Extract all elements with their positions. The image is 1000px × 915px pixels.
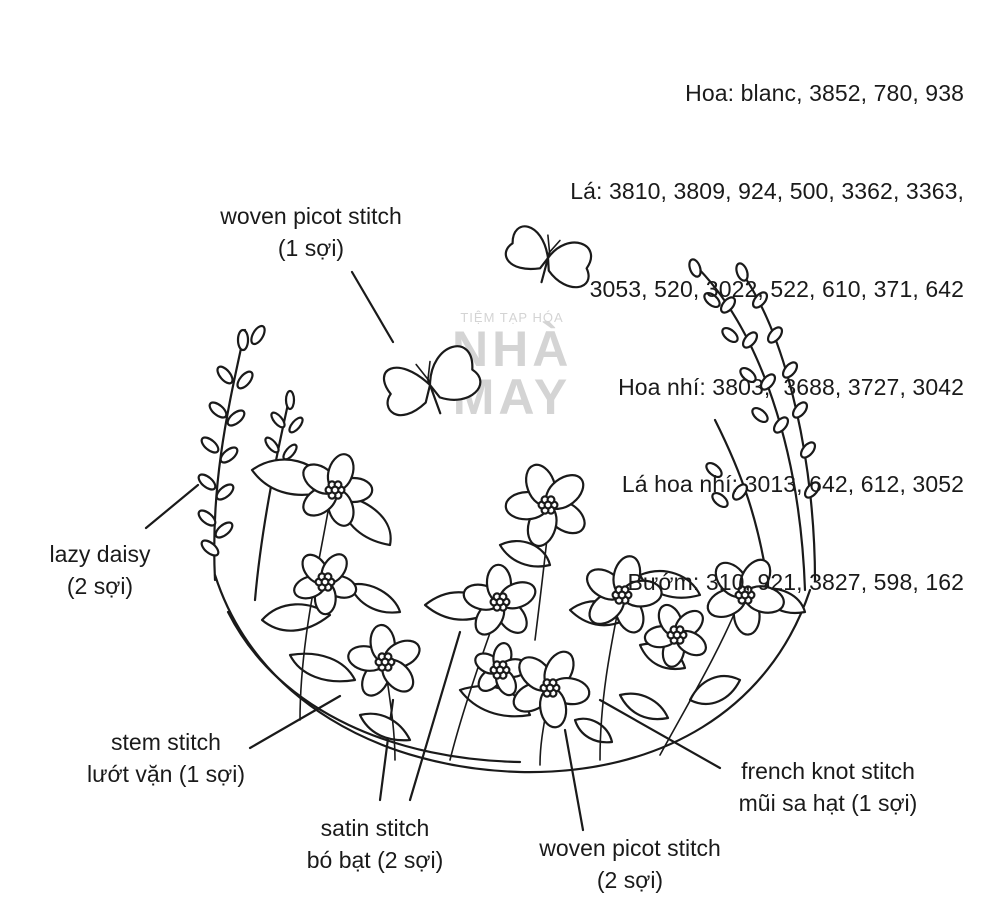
bowl-outline-inner xyxy=(226,610,522,764)
label-stem-stitch: stem stitch lướt vặn (1 sợi) xyxy=(64,726,268,790)
legend-line-1: Hoa: blanc, 3852, 780, 938 xyxy=(685,80,964,107)
label-lazy-daisy: lazy daisy (2 sợi) xyxy=(30,538,170,602)
flowers xyxy=(293,453,785,729)
flower xyxy=(706,558,785,636)
flower xyxy=(293,553,358,616)
label-satin-stitch-threads: bó bạt (2 sợi) xyxy=(306,847,444,873)
flower xyxy=(462,563,537,636)
watermark-subtitle: TIỆM TẠP HÓA xyxy=(460,310,564,325)
label-satin-stitch-name: satin stitch xyxy=(320,815,430,841)
legend-line-3: 3053, 520, 3022, 522, 610, 371, 642 xyxy=(589,275,964,302)
label-french-knot-name: french knot stitch xyxy=(741,758,915,784)
label-french-knot-threads: mũi sa hạt (1 sợi) xyxy=(738,790,918,816)
legend-line-4: Hoa nhí: 3803, 3688, 3727, 3042 xyxy=(618,373,964,400)
legend-line-6: Bướm: 310, 921, 3827, 598, 162 xyxy=(627,569,964,596)
legend-line-2: Lá: 3810, 3809, 924, 500, 3362, 3363, xyxy=(570,177,964,204)
label-woven-picot-bottom-name: woven picot stitch xyxy=(539,835,721,861)
butterfly-right xyxy=(504,225,593,289)
legend-line-5: Lá hoa nhí: 3013, 642, 612, 3052 xyxy=(621,471,964,498)
pointer-french-knot xyxy=(598,698,722,770)
butterfly-left xyxy=(383,345,482,417)
label-woven-picot-bottom: woven picot stitch (2 sợi) xyxy=(512,832,748,896)
pointer-satin-stitch-1 xyxy=(378,698,395,802)
label-french-knot: french knot stitch mũi sa hạt (1 sợi) xyxy=(716,755,940,819)
flower xyxy=(512,650,591,729)
label-lazy-daisy-threads: (2 sợi) xyxy=(66,573,134,599)
pointer-stem-stitch xyxy=(248,694,342,750)
pointer-satin-stitch-2 xyxy=(408,630,462,802)
flower xyxy=(504,463,586,548)
label-stem-stitch-name: stem stitch xyxy=(111,729,221,755)
flower xyxy=(302,453,374,527)
left-lavender-sprig xyxy=(197,324,304,602)
flower xyxy=(585,555,663,634)
flower xyxy=(643,603,707,668)
label-woven-picot-bottom-threads: (2 sợi) xyxy=(596,867,664,893)
label-stem-stitch-threads: lướt vặn (1 sợi) xyxy=(86,761,246,787)
label-woven-picot-top-name: woven picot stitch xyxy=(220,203,402,229)
label-satin-stitch: satin stitch bó bạt (2 sợi) xyxy=(290,812,460,876)
label-woven-picot-top-threads: (1 sợi) xyxy=(277,235,345,261)
pointer-woven-picot-top xyxy=(350,270,395,344)
pointer-lazy-daisy xyxy=(144,483,200,530)
label-woven-picot-top: woven picot stitch (1 sợi) xyxy=(193,200,429,264)
label-lazy-daisy-name: lazy daisy xyxy=(49,541,151,567)
flower xyxy=(474,642,529,697)
thread-color-legend: Hoa: blanc, 3852, 780, 938 Lá: 3810, 380… xyxy=(570,12,964,631)
flower xyxy=(347,623,421,697)
pointer-woven-picot-bottom xyxy=(563,728,585,832)
